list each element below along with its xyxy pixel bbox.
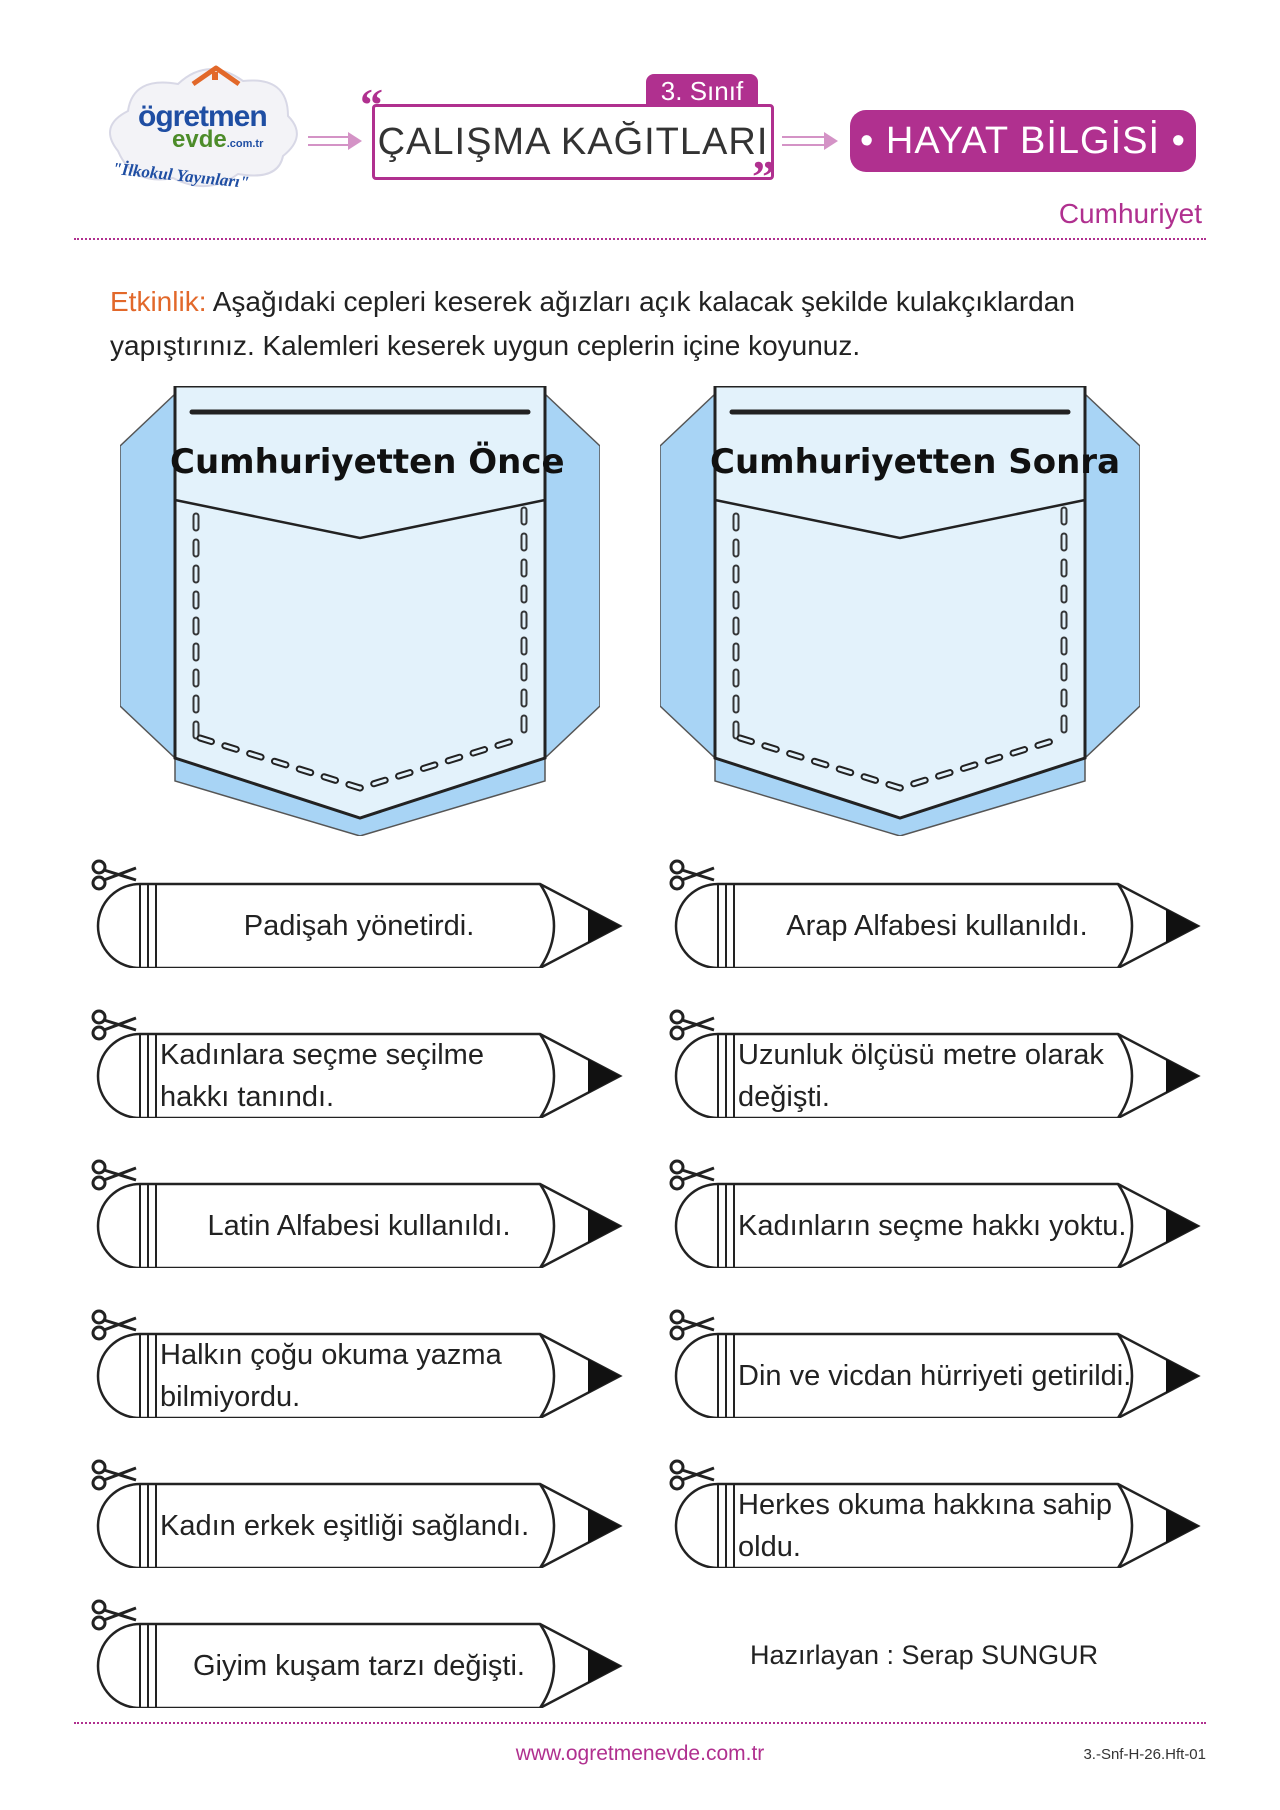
scissors-icon: [91, 1159, 137, 1191]
scissors-icon: [669, 859, 715, 891]
pencil-label: Din ve vicdan hürriyeti getirildi.: [738, 1360, 1132, 1392]
footer-divider: [74, 1722, 1206, 1724]
logo-word: ögretmen: [138, 100, 268, 133]
pencil-icon: [96, 1332, 623, 1418]
pocket-shape: [120, 386, 600, 836]
pencil-icon: [96, 1622, 623, 1708]
pencil-card[interactable]: Din ve vicdan hürriyeti getirildi.: [668, 1308, 1208, 1418]
logo-sub: evde.com.tr: [172, 126, 264, 153]
logo: ögretmen evde.com.tr "İlkokul Yayınları": [98, 56, 303, 206]
scissors-icon: [669, 1459, 715, 1491]
scissors-icon: [91, 859, 137, 891]
scissors-icon: [91, 1009, 137, 1041]
pencil-icon: [96, 882, 623, 968]
pencil-label: Kadınların seçme hakkı yoktu.: [738, 1210, 1127, 1242]
pencil-card[interactable]: Halkın çoğu okuma yazma bilmiyordu.: [90, 1308, 630, 1418]
instruction-text: Aşağıdaki cepleri keserek ağızları açık …: [110, 286, 1075, 361]
pocket-title: Cumhuriyetten Önce: [170, 442, 565, 482]
cloud-logo-icon: [109, 65, 298, 188]
pencil-card[interactable]: Kadınların seçme hakkı yoktu.: [668, 1158, 1208, 1268]
pencil-card[interactable]: Latin Alfabesi kullanıldı.: [90, 1158, 630, 1268]
pocket-shape: [660, 386, 1140, 836]
pencil-label: Giyim kuşam tarzı değişti.: [193, 1650, 525, 1682]
grade-tab: 3. Sınıf: [646, 74, 758, 108]
pencil-icon: [674, 882, 1201, 968]
pencil-icon: [674, 1332, 1201, 1418]
subject-badge: • HAYAT BİLGİSİ •: [850, 110, 1196, 172]
arrow-right-icon: [348, 132, 362, 150]
instruction: Etkinlik: Aşağıdaki cepleri keserek ağız…: [110, 280, 1190, 368]
topic-label: Cumhuriyet: [1058, 198, 1202, 229]
scissors-icon: [91, 1459, 137, 1491]
quote-close-icon: ”: [752, 151, 775, 202]
pencil-label: Halkın çoğu okuma yazma bilmiyordu.: [160, 1339, 502, 1413]
pencil-icon: [674, 1482, 1201, 1568]
instruction-label: Etkinlik:: [110, 286, 207, 317]
header-divider: [74, 238, 1206, 240]
title-box: ÇALIŞMA KAĞITLARI: [372, 104, 774, 180]
document-code: 3.-Snf-H-26.Hft-01: [1083, 1746, 1206, 1763]
scissors-icon: [669, 1009, 715, 1041]
pencil-icon: [96, 1482, 623, 1568]
pencil-card[interactable]: Kadın erkek eşitliği sağlandı.: [90, 1458, 630, 1568]
pencil-card[interactable]: Kadınlara seçme seçilme hakkı tanındı.: [90, 1008, 630, 1118]
scissors-icon: [669, 1309, 715, 1341]
pencil-label: Latin Alfabesi kullanıldı.: [207, 1210, 511, 1242]
pocket-title: Cumhuriyetten Sonra: [710, 442, 1121, 482]
pencil-icon: [96, 1182, 623, 1268]
pencil-label: Kadın erkek eşitliği sağlandı.: [160, 1510, 530, 1542]
pencil-label: Herkes okuma hakkına sahip oldu.: [738, 1489, 1112, 1563]
pocket-before[interactable]: Cumhuriyetten Önce: [120, 386, 600, 836]
arrow-line-left: [308, 136, 350, 146]
page-title: ÇALIŞMA KAĞITLARI: [377, 121, 769, 163]
scissors-icon: [91, 1309, 137, 1341]
arrow-right-icon: [824, 132, 838, 150]
pencil-label: Kadınlara seçme seçilme hakkı tanındı.: [160, 1039, 484, 1113]
pencil-card[interactable]: Padişah yönetirdi.: [90, 858, 630, 968]
quote-open-icon: “: [360, 79, 383, 130]
pencil-card[interactable]: Herkes okuma hakkına sahip oldu.: [668, 1458, 1208, 1568]
scissors-icon: [91, 1599, 137, 1631]
pencil-label: Padişah yönetirdi.: [243, 910, 475, 942]
pencil-card[interactable]: Arap Alfabesi kullanıldı.: [668, 858, 1208, 968]
pencil-label: Arap Alfabesi kullanıldı.: [786, 910, 1088, 942]
pencil-icon: [674, 1032, 1201, 1118]
scissors-icon: [669, 1159, 715, 1191]
pencil-card[interactable]: Giyim kuşam tarzı değişti.: [90, 1598, 630, 1708]
pocket-after[interactable]: Cumhuriyetten Sonra: [660, 386, 1140, 836]
author-credit: Hazırlayan : Serap SUNGUR: [750, 1640, 1099, 1670]
pencil-label: Uzunluk ölçüsü metre olarak değişti.: [738, 1039, 1104, 1113]
pencil-icon: [674, 1182, 1201, 1268]
pencil-card[interactable]: Uzunluk ölçüsü metre olarak değişti.: [668, 1008, 1208, 1118]
arrow-line-right: [782, 136, 826, 146]
footer-url[interactable]: www.ogretmenevde.com.tr: [515, 1742, 765, 1765]
pencil-icon: [96, 1032, 623, 1118]
